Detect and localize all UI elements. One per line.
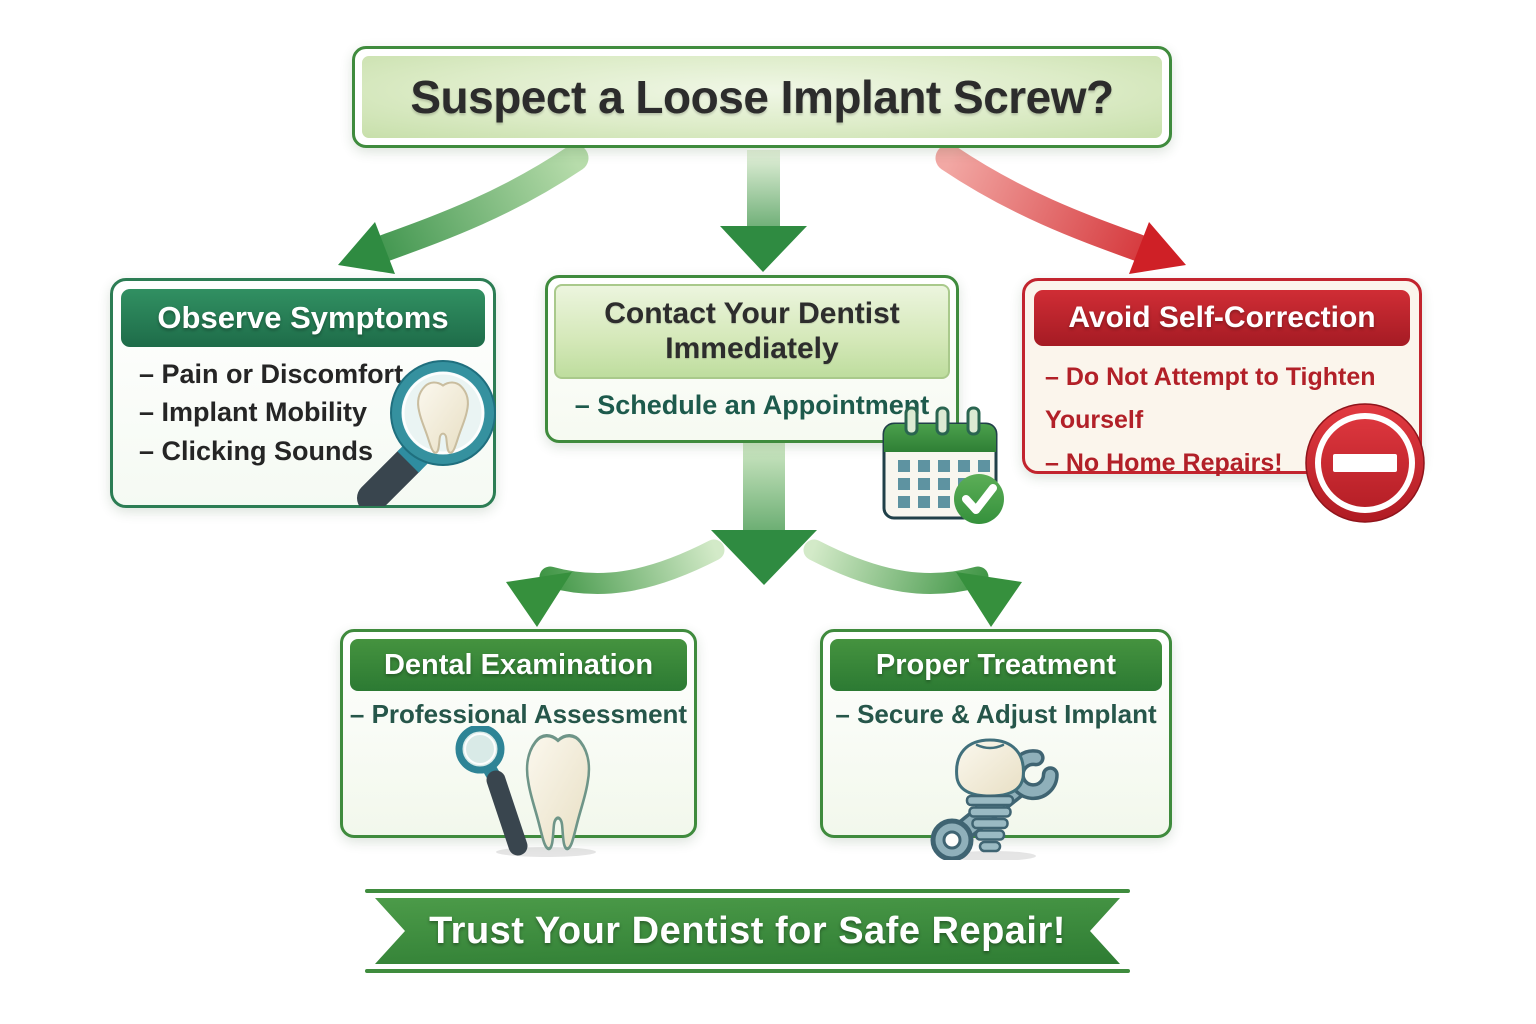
dental-examination-box: Dental Examination – Professional Assess… (340, 629, 697, 838)
banner-ribbon: Trust Your Dentist for Safe Repair! (365, 889, 1130, 973)
down-arrow-contact (711, 440, 817, 585)
secure-adjust-implant-text: – Secure & Adjust Implant (835, 699, 1157, 729)
observe-symptoms-box: Observe Symptoms – Pain or Discomfort – … (110, 278, 496, 508)
banner-pinstripe-top (365, 889, 1130, 893)
title-box: Suspect a Loose Implant Screw? (352, 46, 1172, 148)
avoid-self-correction-box: Avoid Self-Correction – Do Not Attempt t… (1022, 278, 1422, 477)
dental-examination-header: Dental Examination (350, 639, 687, 691)
branch-arrow-right (803, 539, 1022, 627)
schedule-appointment-text: – Schedule an Appointment (574, 389, 930, 420)
title-box-fill: Suspect a Loose Implant Screw? (360, 54, 1164, 140)
symptom-item-mobility: – Implant Mobility (139, 397, 368, 428)
proper-treatment-box: Proper Treatment – Secure & Adjust Impla… (820, 629, 1172, 838)
banner-text: Trust Your Dentist for Safe Repair! (375, 898, 1120, 964)
curved-arrow-right-red (935, 144, 1186, 274)
professional-assessment-text: – Professional Assessment (349, 699, 688, 729)
avoid-self-correction-header: Avoid Self-Correction (1034, 290, 1410, 346)
avoid-item-home-repairs: – No Home Repairs! (1045, 449, 1283, 477)
down-arrow-top (720, 150, 807, 272)
banner-pinstripe-bottom (365, 969, 1130, 973)
observe-symptoms-header: Observe Symptoms (121, 289, 485, 347)
observe-symptoms-list: – Pain or Discomfort – Implant Mobility … (139, 355, 493, 470)
branch-arrow-left (506, 539, 725, 627)
symptom-item-pain: – Pain or Discomfort (139, 359, 404, 389)
contact-dentist-header: Contact Your Dentist Immediately (554, 284, 950, 379)
avoid-list: – Do Not Attempt to Tighten Yourself – N… (1045, 356, 1419, 485)
avoid-item-tighten: – Do Not Attempt to Tighten Yourself (1045, 363, 1376, 434)
page-title: Suspect a Loose Implant Screw? (410, 71, 1114, 123)
curved-arrow-left (338, 144, 589, 274)
contact-dentist-box: Contact Your Dentist Immediately – Sched… (545, 275, 959, 443)
symptom-item-clicking: – Clicking Sounds (139, 435, 374, 466)
proper-treatment-header: Proper Treatment (830, 639, 1162, 691)
